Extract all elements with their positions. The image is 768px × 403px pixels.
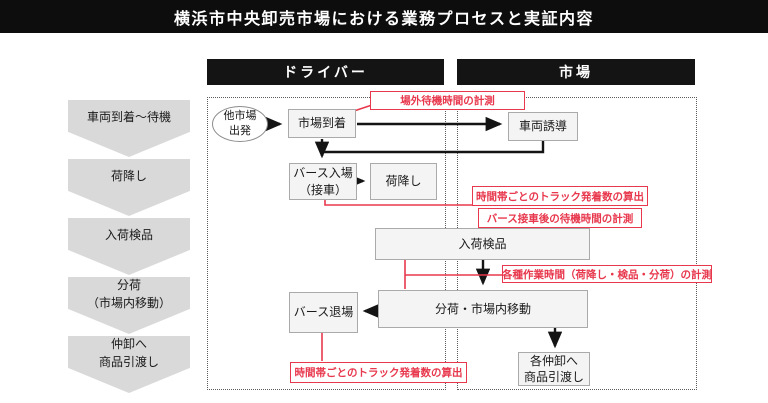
stage-label: 仲卸へ 商品引渡し bbox=[98, 337, 159, 369]
stage-label: 分荷 （市場内移動） bbox=[86, 278, 171, 310]
node-berth-entry: バース入場 （接車） bbox=[289, 163, 357, 200]
stage-chevron-unloading: 荷降し bbox=[68, 159, 190, 216]
note-work-time-measure: 各種作業時間（荷降し・検品・分荷）の計測 bbox=[502, 265, 712, 283]
stage-label: 入荷検品 bbox=[104, 227, 153, 242]
stage-chevron-inspection: 入荷検品 bbox=[68, 218, 190, 275]
node-distribution: 分荷・市場内移動 bbox=[378, 290, 588, 328]
stage-chevron-arrival-wait: 車両到着〜待機 bbox=[68, 100, 190, 157]
stage-label: 荷降し bbox=[110, 168, 147, 183]
note-berth-wait-measure: バース接車後の待機時間の計測 bbox=[478, 208, 642, 228]
node-vehicle-guidance: 車両誘導 bbox=[508, 112, 578, 141]
note-truck-count-bottom: 時間帯ごとのトラック発着数の算出 bbox=[290, 362, 467, 383]
note-offsite-wait-measure: 場外待機時間の計測 bbox=[370, 91, 525, 110]
node-berth-exit: バース退場 bbox=[289, 292, 358, 333]
stage-chevron-distribution: 分荷 （市場内移動） bbox=[68, 277, 190, 334]
node-unloading: 荷降し bbox=[370, 163, 437, 200]
node-depart-other-market: 他市場 出発 bbox=[212, 106, 268, 142]
stage-label: 車両到着〜待機 bbox=[86, 109, 171, 124]
note-truck-count-top: 時間帯ごとのトラック発着数の算出 bbox=[472, 186, 648, 206]
node-market-arrival: 市場到着 bbox=[288, 109, 356, 138]
lane-header-market: 市場 bbox=[457, 59, 695, 85]
lane-header-driver: ドライバー bbox=[207, 59, 444, 85]
stage-chevron-handover: 仲卸へ 商品引渡し bbox=[68, 336, 190, 393]
node-inspection: 入荷検品 bbox=[375, 228, 590, 260]
page-title: 横浜市中央卸売市場における業務プロセスと実証内容 bbox=[0, 0, 768, 33]
node-handover: 各仲卸へ 商品引渡し bbox=[518, 352, 590, 386]
